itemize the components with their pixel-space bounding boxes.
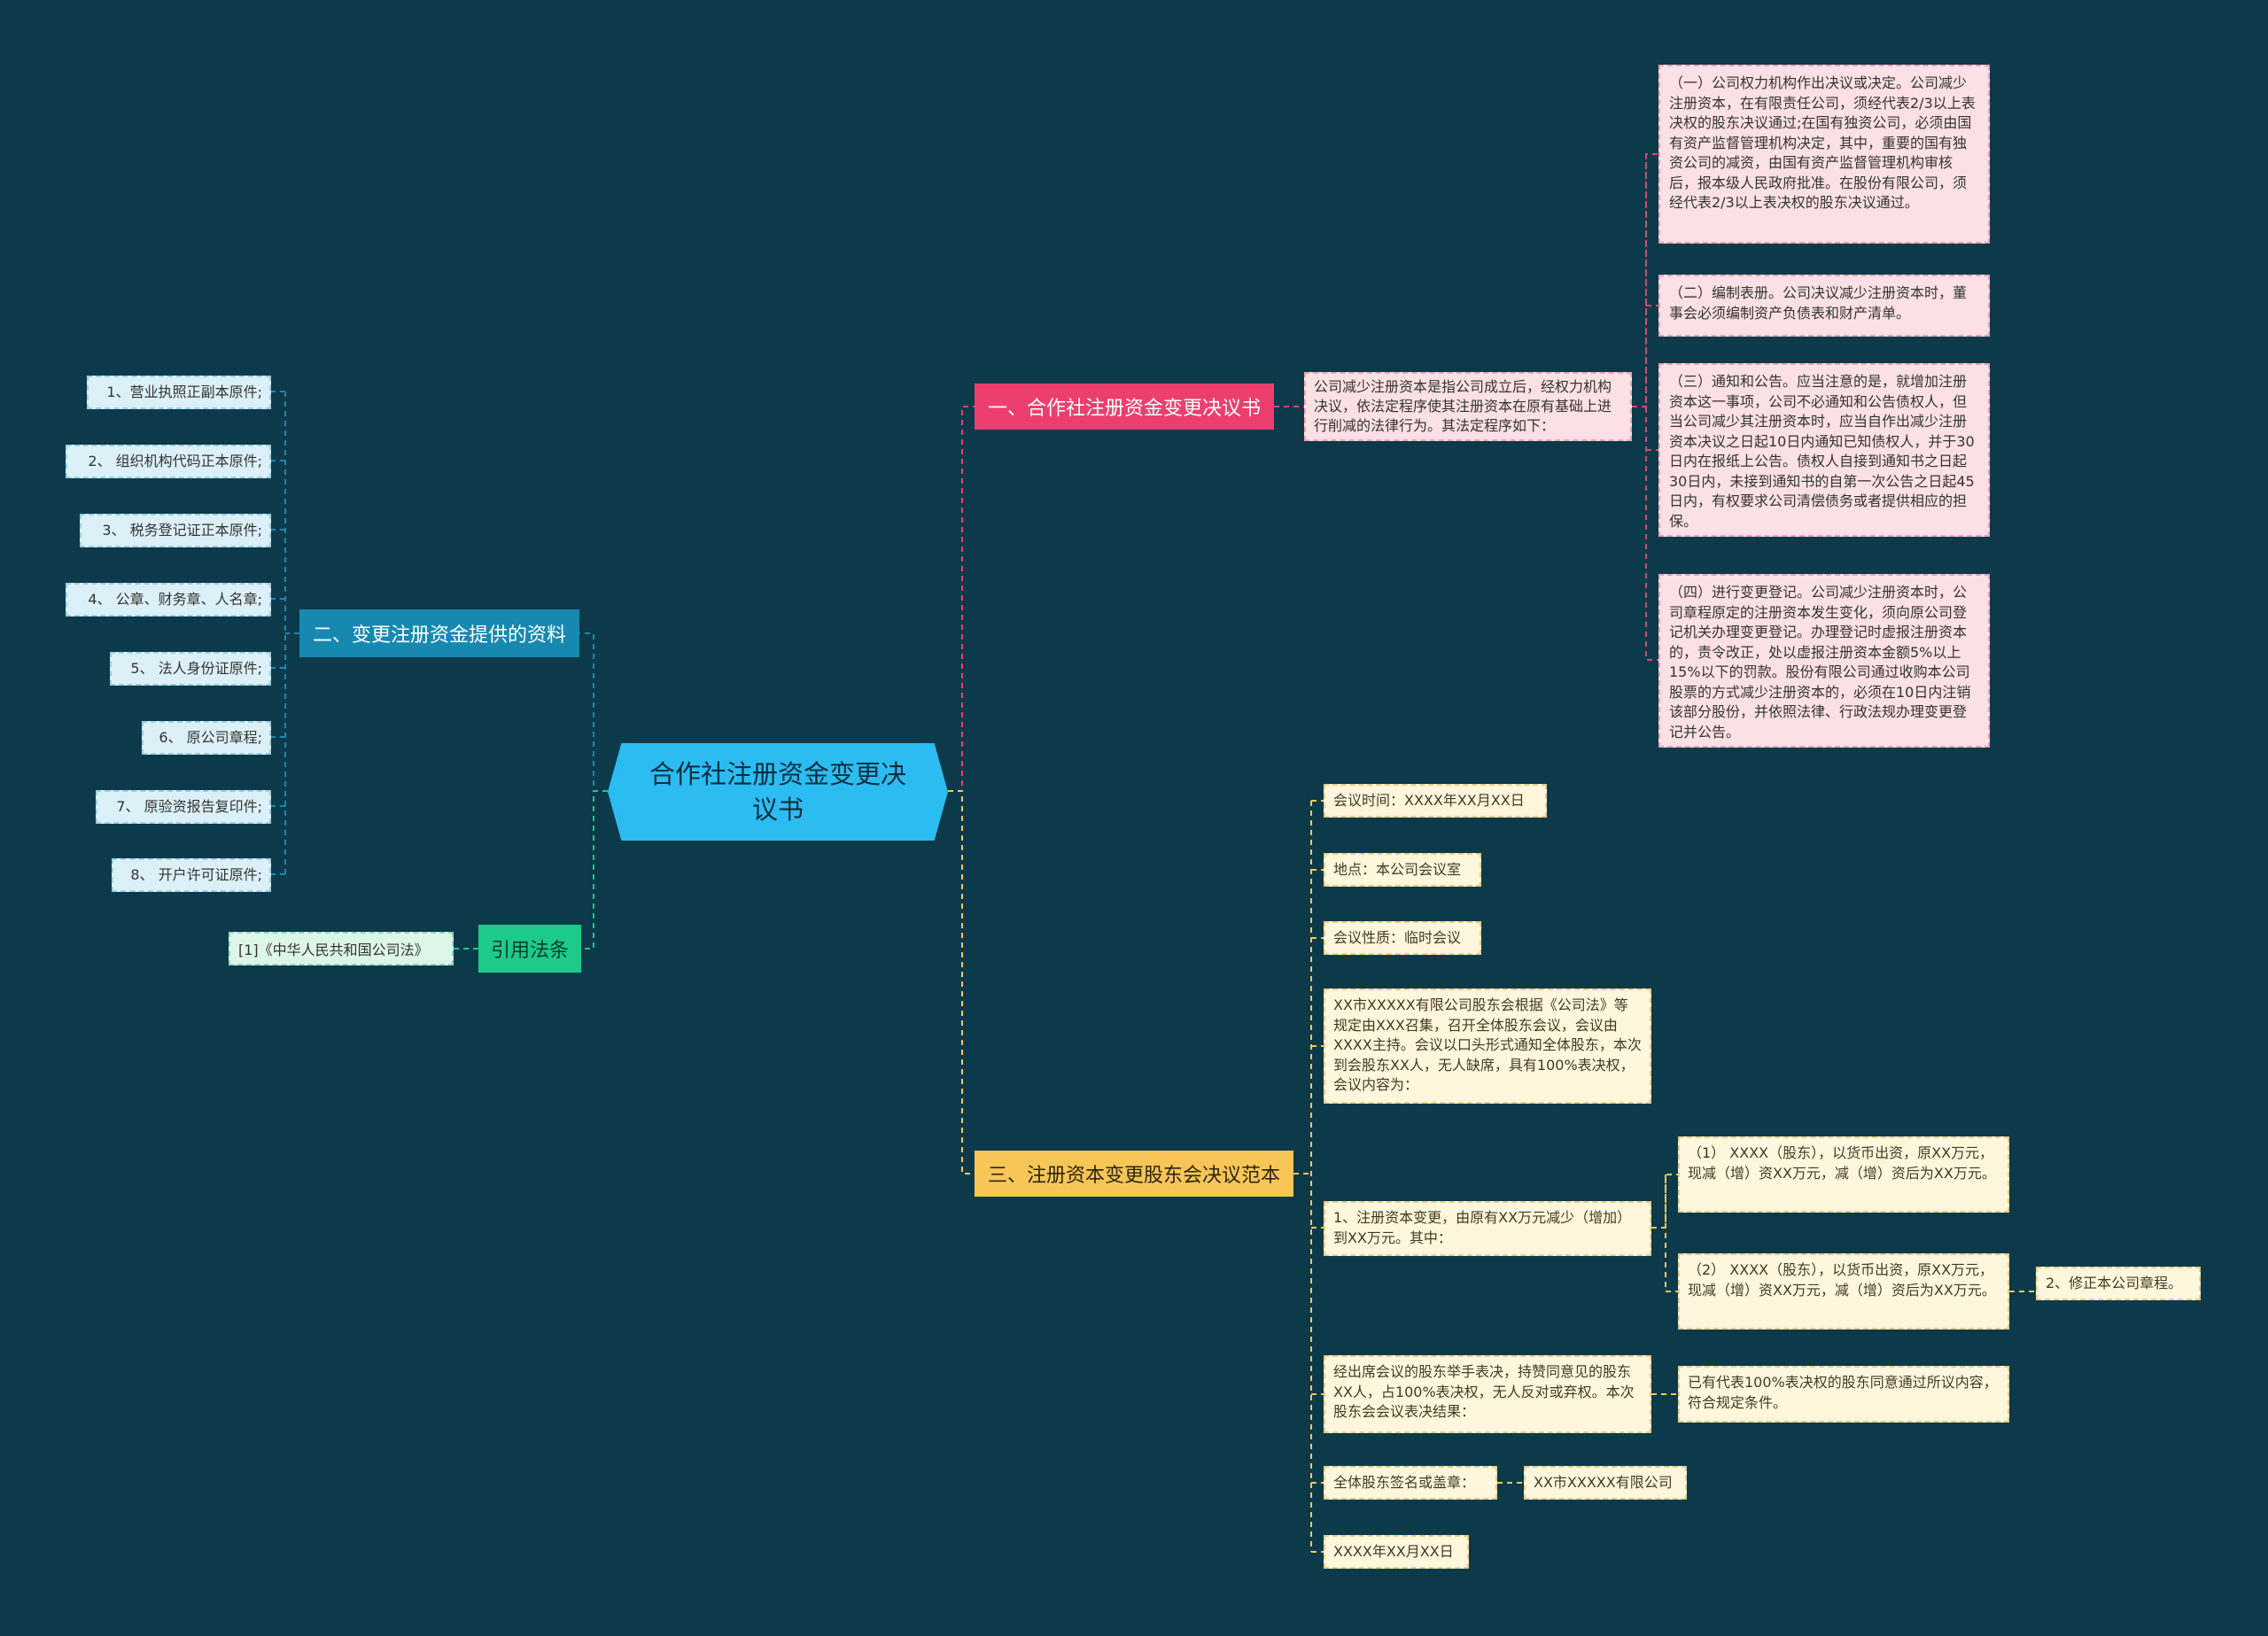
branch-2-label: 二、变更注册资金提供的资料 xyxy=(312,624,566,647)
signature-company[interactable]: XX市XXXXX有限公司 xyxy=(1524,1466,1687,1500)
material-item-3[interactable]: 3、 税务登记证正本原件; xyxy=(80,514,271,547)
material-item-8[interactable]: 8、 开户许可证原件; xyxy=(112,858,271,892)
meeting-place[interactable]: 地点：本公司会议室 xyxy=(1324,853,1481,887)
material-item-8-label: 8、 开户许可证原件; xyxy=(130,866,262,883)
branch-4-topic[interactable]: 引用法条 xyxy=(478,925,581,973)
vote-description[interactable]: 经出席会议的股东举手表决，持赞同意见的股东XX人，占100%表决权，无人反对或弃… xyxy=(1324,1355,1651,1433)
material-item-2-label: 2、 组织机构代码正本原件; xyxy=(88,453,262,469)
material-item-4[interactable]: 4、 公章、财务章、人名章; xyxy=(66,583,271,616)
signature-line-label: 全体股东签名或盖章： xyxy=(1333,1473,1476,1491)
signature-date-label: XXXX年XX月XX日 xyxy=(1333,1542,1454,1560)
branch-1-topic[interactable]: 一、合作社注册资金变更决议书 xyxy=(975,384,1274,430)
branch-3-label: 三、注册资本变更股东会决议范本 xyxy=(987,1165,1280,1187)
branch-1-label: 一、合作社注册资金变更决议书 xyxy=(987,398,1261,420)
material-item-5-label: 5、 法人身份证原件; xyxy=(130,660,262,677)
material-item-4-label: 4、 公章、财务章、人名章; xyxy=(88,591,262,608)
branch-2-topic[interactable]: 二、变更注册资金提供的资料 xyxy=(299,609,579,657)
material-item-1[interactable]: 1、营业执照正副本原件; xyxy=(87,376,271,409)
signature-company-label: XX市XXXXX有限公司 xyxy=(1534,1473,1673,1491)
branch-1-item-3[interactable]: （三）通知和公告。应当注意的是，就增加注册资本这一事项，公司不必通知和公告债权人… xyxy=(1658,363,1990,537)
signature-date[interactable]: XXXX年XX月XX日 xyxy=(1324,1535,1469,1569)
branch-1-item-4[interactable]: （四）进行变更登记。公司减少注册资本时，公司章程原定的注册资本发生变化，须向原公… xyxy=(1658,574,1990,748)
amend-articles[interactable]: 2、修正本公司章程。 xyxy=(2036,1267,2201,1300)
capital-change-item-1[interactable]: （1） XXXX（股东），以货币出资，原XX万元，现减（增）资XX万元，减（增）… xyxy=(1678,1136,2009,1213)
material-item-2[interactable]: 2、 组织机构代码正本原件; xyxy=(66,445,271,478)
vote-result[interactable]: 已有代表100%表决权的股东同意通过所议内容，符合规定条件。 xyxy=(1678,1366,2009,1423)
material-item-7[interactable]: 7、 原验资报告复印件; xyxy=(96,790,271,824)
branch-3-topic[interactable]: 三、注册资本变更股东会决议范本 xyxy=(975,1151,1293,1197)
meeting-place-label: 地点：本公司会议室 xyxy=(1333,860,1462,878)
meeting-nature[interactable]: 会议性质：临时会议 xyxy=(1324,921,1481,955)
branch-1-item-1[interactable]: （一）公司权力机构作出决议或决定。公司减少注册资本，在有限责任公司，须经代表2/… xyxy=(1658,65,1990,244)
root-topic[interactable]: 合作社注册资金变更决议书 xyxy=(608,743,948,841)
meeting-description[interactable]: XX市XXXXX有限公司股东会根据《公司法》等规定由XXX召集，召开全体股东会议… xyxy=(1324,989,1651,1104)
signature-line[interactable]: 全体股东签名或盖章： xyxy=(1324,1466,1497,1500)
branch-1-item-2[interactable]: （二）编制表册。公司决议减少注册资本时，董事会必须编制资产负债表和财产清单。 xyxy=(1658,275,1990,337)
branch-1-intro[interactable]: 公司减少注册资本是指公司成立后，经权力机构决议，依法定程序使其注册资本在原有基础… xyxy=(1304,372,1632,441)
meeting-time-label: 会议时间：XXXX年XX月XX日 xyxy=(1333,791,1525,809)
capital-change[interactable]: 1、注册资本变更，由原有XX万元减少（增加）到XX万元。其中： xyxy=(1324,1201,1651,1256)
root-topic-label: 合作社注册资金变更决议书 xyxy=(649,759,906,825)
law-citation-1-label: [1]《中华人民共和国公司法》 xyxy=(238,942,429,958)
law-citation-1[interactable]: [1]《中华人民共和国公司法》 xyxy=(229,932,454,965)
material-item-1-label: 1、营业执照正副本原件; xyxy=(106,384,262,400)
material-item-5[interactable]: 5、 法人身份证原件; xyxy=(110,652,271,686)
capital-change-item-2[interactable]: （2） XXXX（股东），以货币出资，原XX万元，现减（增）资XX万元，减（增）… xyxy=(1678,1253,2009,1330)
amend-articles-label: 2、修正本公司章程。 xyxy=(2046,1274,2183,1291)
meeting-nature-label: 会议性质：临时会议 xyxy=(1333,928,1462,946)
meeting-time[interactable]: 会议时间：XXXX年XX月XX日 xyxy=(1324,784,1547,818)
branch-4-label: 引用法条 xyxy=(490,940,569,962)
material-item-6[interactable]: 6、 原公司章程; xyxy=(142,721,271,755)
material-item-3-label: 3、 税务登记证正本原件; xyxy=(102,522,262,539)
material-item-7-label: 7、 原验资报告复印件; xyxy=(116,798,262,815)
material-item-6-label: 6、 原公司章程; xyxy=(159,729,262,746)
